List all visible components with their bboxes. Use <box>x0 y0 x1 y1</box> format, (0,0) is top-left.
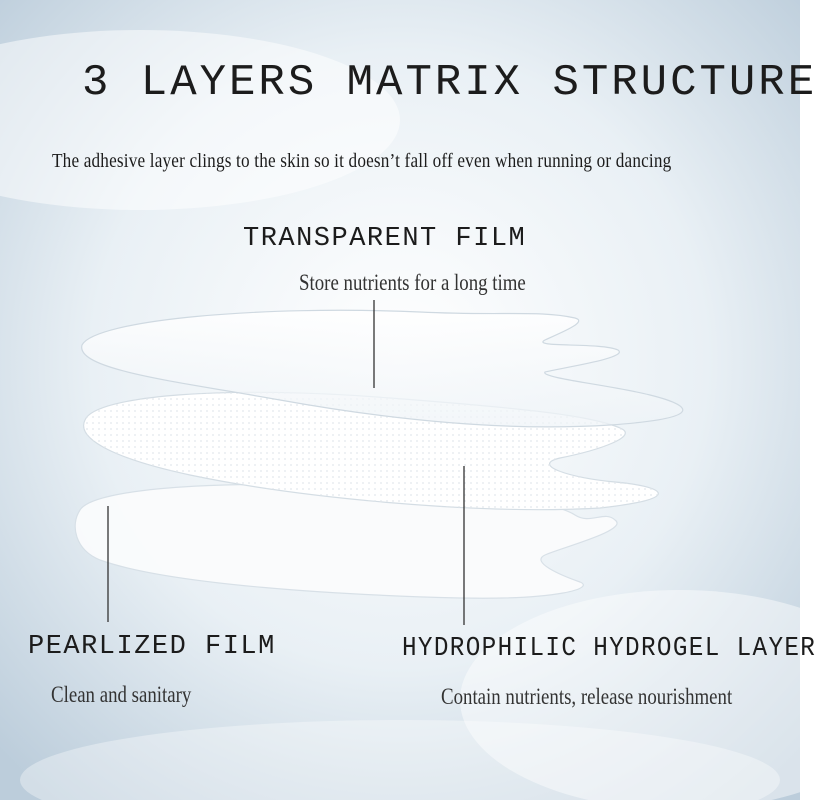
pearlized-film-description: Clean and sanitary <box>51 682 192 707</box>
transparent-film-shape <box>81 309 684 428</box>
pearlized-film-label: PEARLIZED FILM <box>28 632 276 662</box>
background-illustration <box>0 0 800 800</box>
transparent-film-label: TRANSPARENT FILM <box>243 224 527 254</box>
hydrogel-layer-label: HYDROPHILIC HYDROGEL LAYER <box>402 634 817 664</box>
hydrogel-layer-description: Contain nutrients, release nourishment <box>441 684 733 709</box>
page-title: 3 LAYERS MATRIX STRUCTURE <box>82 58 817 108</box>
page-subtitle: The adhesive layer clings to the skin so… <box>52 150 672 172</box>
transparent-film-description: Store nutrients for a long time <box>299 270 526 295</box>
